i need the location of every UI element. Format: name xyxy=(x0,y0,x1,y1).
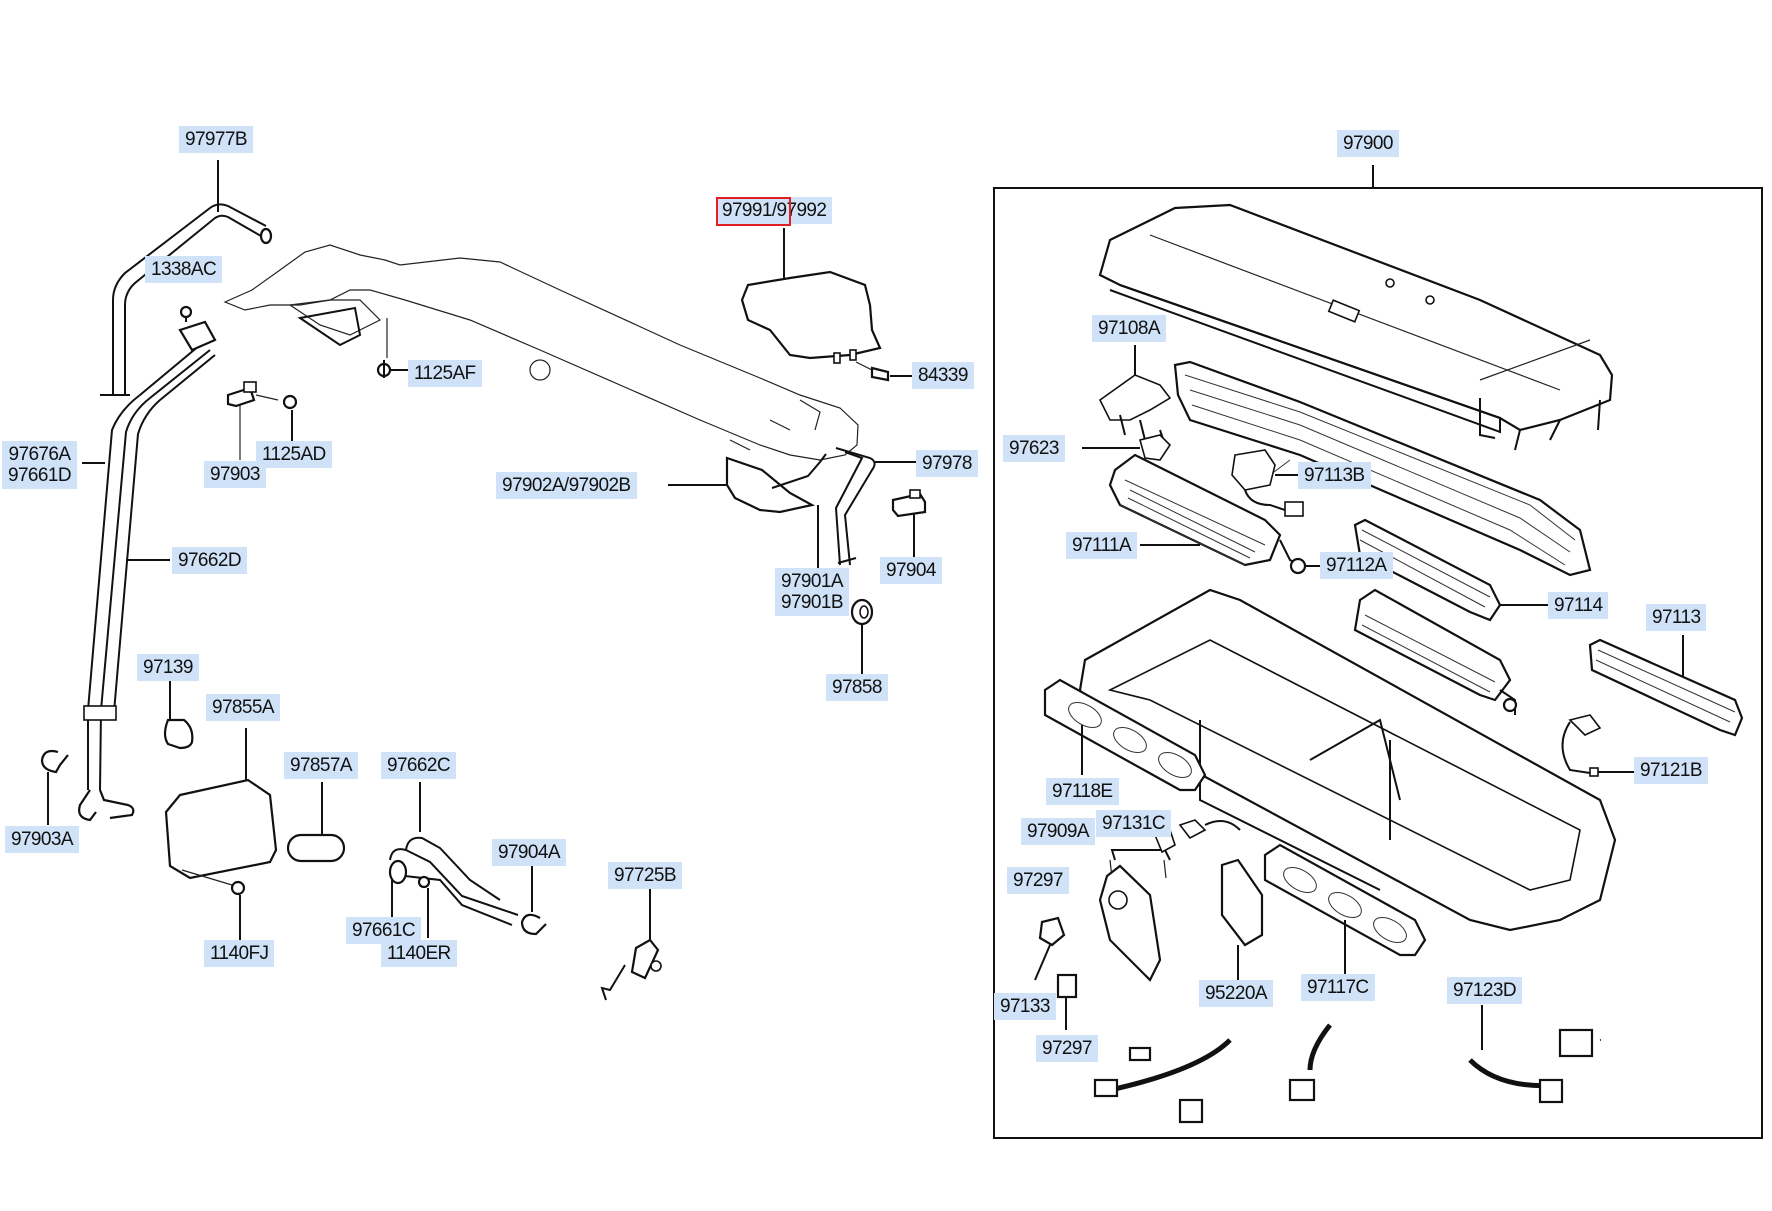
label-95220A[interactable]: 95220A xyxy=(1199,980,1273,1007)
label-97902B[interactable]: 97902B xyxy=(568,475,632,496)
label-97901A: 97901A xyxy=(781,571,844,592)
label-97858[interactable]: 97858 xyxy=(826,674,888,701)
label-97901B: 97901B xyxy=(781,592,844,613)
label-97131C[interactable]: 97131C xyxy=(1096,810,1171,837)
label-97900[interactable]: 97900 xyxy=(1337,130,1399,157)
bracket-97108A xyxy=(1098,345,1172,446)
label-97108A[interactable]: 97108A xyxy=(1092,315,1166,342)
label-97113B[interactable]: 97113B xyxy=(1298,462,1371,489)
pipe-97662C xyxy=(388,782,519,938)
label-1140ER[interactable]: 1140ER xyxy=(381,940,457,967)
vent-97117C xyxy=(1263,843,1427,975)
label-97123D[interactable]: 97123D xyxy=(1447,977,1522,1004)
vent-97111A xyxy=(1108,453,1325,575)
vent-97114 xyxy=(1353,588,1518,715)
grommet-97858 xyxy=(850,598,874,676)
label-97661D: 97661D xyxy=(8,465,72,486)
label-97902A-97902B[interactable]: 97902A/97902B xyxy=(496,472,637,499)
bracket-97902 xyxy=(668,453,827,514)
connector-97113B xyxy=(1231,449,1308,517)
harness-97123D xyxy=(1093,1005,1601,1124)
label-97909A[interactable]: 97909A xyxy=(1021,818,1095,845)
grille-97113B xyxy=(1173,360,1592,577)
label-97904[interactable]: 97904 xyxy=(880,557,942,584)
label-97297-upper[interactable]: 97297 xyxy=(1007,867,1069,894)
label-97111A[interactable]: 97111A xyxy=(1066,532,1138,559)
label-97855A[interactable]: 97855A xyxy=(206,694,280,721)
pin-97623 xyxy=(1082,434,1172,461)
label-97676A: 97676A xyxy=(8,444,72,465)
label-97977B[interactable]: 97977B xyxy=(179,126,253,153)
plate-97855A xyxy=(164,728,278,940)
vent-97118E xyxy=(1043,678,1207,792)
vent-97113 xyxy=(1588,635,1744,737)
duct-assembly xyxy=(223,244,859,461)
label-97978[interactable]: 97978 xyxy=(916,450,978,477)
label-97623[interactable]: 97623 xyxy=(1003,435,1065,462)
pad-97857A xyxy=(286,782,346,863)
label-97114[interactable]: 97114 xyxy=(1548,592,1609,619)
label-97903A[interactable]: 97903A xyxy=(5,826,79,853)
label-97857A[interactable]: 97857A xyxy=(284,752,358,779)
label-97902A[interactable]: 97902A/ xyxy=(502,475,569,496)
cap-97139 xyxy=(163,680,194,750)
hose-97977B xyxy=(100,160,273,396)
actuator-97725B xyxy=(600,888,662,1001)
pipe-97978 xyxy=(817,447,916,570)
label-97903[interactable]: 97903 xyxy=(204,461,266,488)
hose-97676A-97662D xyxy=(78,305,217,822)
clip-97904 xyxy=(891,489,927,558)
clip-97903 xyxy=(226,381,298,460)
label-1125AD[interactable]: 1125AD xyxy=(256,441,332,468)
label-97297-lower[interactable]: 97297 xyxy=(1036,1035,1098,1062)
label-1338AC[interactable]: 1338AC xyxy=(145,256,223,283)
label-97118E[interactable]: 97118E xyxy=(1046,778,1119,805)
label-97113[interactable]: 97113 xyxy=(1646,604,1707,631)
label-97725B[interactable]: 97725B xyxy=(608,862,682,889)
assembly-frame xyxy=(993,165,1763,1139)
label-84339[interactable]: 84339 xyxy=(912,362,974,389)
highlight-box-97991 xyxy=(716,197,791,226)
clip-97903A xyxy=(40,749,69,825)
label-97117C[interactable]: 97117C xyxy=(1301,974,1375,1001)
label-97676A-97661D[interactable]: 97676A 97661D xyxy=(2,441,77,489)
upper-housing xyxy=(1098,203,1614,451)
cover-97991-97992 xyxy=(740,228,914,382)
label-97904A[interactable]: 97904A xyxy=(492,839,566,866)
label-1125AF[interactable]: 1125AF xyxy=(408,360,482,387)
module-95220A xyxy=(1220,858,1264,980)
clip-97904A xyxy=(520,860,547,936)
label-97112A[interactable]: 97112A xyxy=(1320,552,1393,579)
bolt-1125AF xyxy=(376,360,414,378)
label-97662C[interactable]: 97662C xyxy=(381,752,456,779)
label-97661C[interactable]: 97661C xyxy=(346,917,421,944)
sensor-97121B xyxy=(1561,714,1640,777)
label-97662D[interactable]: 97662D xyxy=(172,547,247,574)
label-97133[interactable]: 97133 xyxy=(994,993,1056,1020)
label-97139[interactable]: 97139 xyxy=(137,654,199,681)
label-97991[interactable]: 97991/ xyxy=(722,200,777,221)
label-97121B[interactable]: 97121B xyxy=(1634,757,1708,784)
label-1140FJ[interactable]: 1140FJ xyxy=(204,940,275,967)
label-97901A-97901B[interactable]: 97901A 97901B xyxy=(775,568,849,616)
